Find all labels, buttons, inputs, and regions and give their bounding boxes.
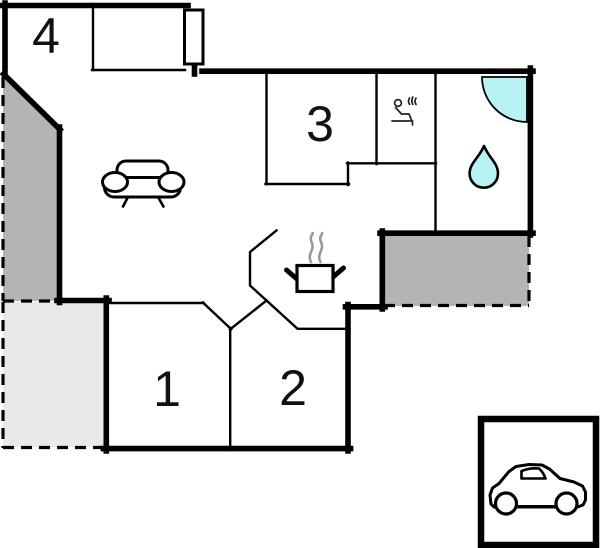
stove-area — [284, 231, 346, 294]
room-label-4: 4 — [32, 8, 60, 64]
car-window — [520, 466, 547, 480]
pot-handle-left — [284, 267, 300, 282]
steam-lines-icon — [308, 231, 314, 264]
steam-lines-icon-2 — [317, 231, 324, 264]
water-drop-icon — [468, 144, 500, 189]
room-label-2: 2 — [279, 360, 307, 416]
terrace-southeast — [384, 234, 529, 306]
pot-handle-right — [330, 265, 346, 280]
carport-box — [477, 415, 600, 548]
car-icon — [488, 463, 587, 516]
terrace-dashed-edges — [1, 77, 531, 450]
door-symbol — [183, 8, 205, 66]
interior-walls — [90, 2, 438, 452]
terrace-southwest — [3, 302, 104, 447]
room-label-3: 3 — [306, 96, 334, 152]
sauna-person-icon — [391, 96, 417, 126]
cooking-pot-icon — [295, 263, 335, 294]
corner-shower-icon — [481, 76, 528, 123]
outer-walls — [0, 0, 536, 454]
terrace-northwest — [3, 76, 59, 301]
sofa-icon — [101, 159, 186, 209]
room-label-1: 1 — [153, 361, 181, 417]
